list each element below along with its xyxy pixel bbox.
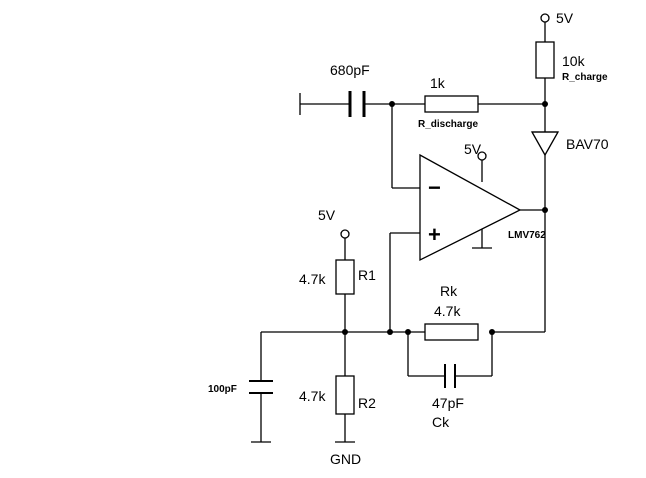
label-gnd: GND <box>330 451 361 467</box>
capacitor-100pf <box>249 380 273 394</box>
wires <box>251 22 546 443</box>
opamp-lmv762 <box>419 153 522 262</box>
label-r-charge-value: 10k <box>562 53 586 69</box>
label-r2-name: R2 <box>358 395 376 411</box>
label-opamp-plus: + <box>428 222 441 247</box>
diode-bav70 <box>530 131 560 157</box>
label-r-discharge-name: R_discharge <box>418 119 478 130</box>
capacitor-680pf <box>348 91 366 117</box>
rk-resistor <box>424 323 479 341</box>
label-cap-in-value: 680pF <box>330 62 370 78</box>
label-opamp-supply: 5V <box>464 141 482 157</box>
label-rk-name: Rk <box>440 283 458 299</box>
r-discharge-resistor <box>424 95 479 113</box>
label-r2-value: 4.7k <box>299 388 326 404</box>
r-charge-resistor <box>535 41 555 79</box>
label-diode-name: BAV70 <box>566 136 609 152</box>
vcc-top-terminal <box>540 13 550 23</box>
label-r-discharge-value: 1k <box>430 75 446 91</box>
opamp-supply-terminal <box>477 151 487 161</box>
label-ck-name: Ck <box>432 414 450 430</box>
label-r1-value: 4.7k <box>299 271 326 287</box>
label-vcc-left: 5V <box>318 207 336 223</box>
label-opamp-minus: − <box>428 175 441 200</box>
junction-dots <box>342 101 548 335</box>
vcc-left-terminal <box>340 229 350 239</box>
label-r1-name: R1 <box>358 267 376 283</box>
capacitor-ck <box>444 364 456 388</box>
label-cap-left-value: 100pF <box>208 384 237 395</box>
label-r-charge-name: R_charge <box>562 72 608 83</box>
r1-resistor <box>335 259 355 295</box>
label-vcc-top: 5V <box>556 10 574 26</box>
label-ck-value: 47pF <box>432 395 464 411</box>
label-opamp-name: LMV762 <box>508 230 546 241</box>
r2-resistor <box>335 375 355 415</box>
label-rk-value: 4.7k <box>434 303 461 319</box>
